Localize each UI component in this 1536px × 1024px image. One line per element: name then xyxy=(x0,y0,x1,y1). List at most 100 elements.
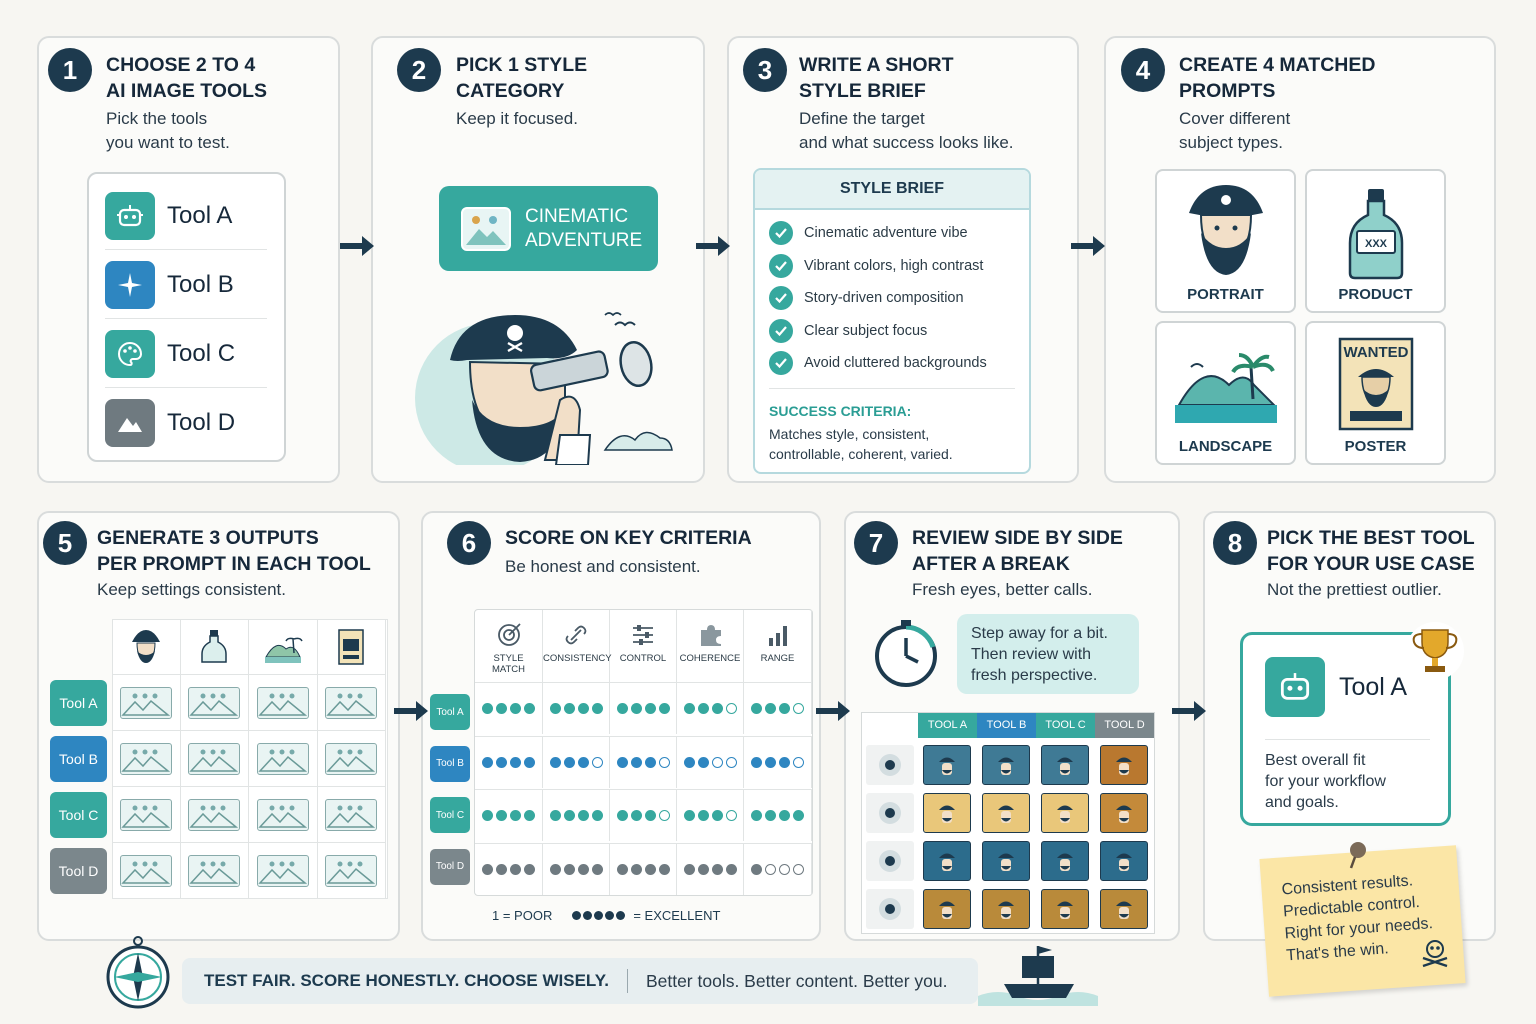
footer-tagline: Better tools. Better content. Better you… xyxy=(645,970,948,991)
review-image[interactable] xyxy=(1041,841,1089,881)
review-image[interactable] xyxy=(923,793,971,833)
score-dot xyxy=(751,810,762,821)
score-dot xyxy=(683,863,695,875)
prompt-label: PORTRAIT xyxy=(1187,286,1264,303)
output-cell[interactable] xyxy=(249,787,318,843)
review-column-header: TOOL B xyxy=(977,713,1036,738)
output-cell[interactable] xyxy=(180,843,249,899)
criteria-header: STYLE MATCH xyxy=(475,610,543,682)
step-subtitle: Keep settings consistent. xyxy=(97,580,287,599)
review-image[interactable] xyxy=(1100,793,1148,833)
palette-icon xyxy=(105,329,155,378)
compass-icon xyxy=(106,936,170,1009)
criteria-label: CONSISTENCY xyxy=(543,653,612,664)
output-cell[interactable] xyxy=(112,787,181,843)
output-cell[interactable] xyxy=(249,843,318,899)
review-image[interactable] xyxy=(1100,889,1148,929)
score-dot xyxy=(591,756,603,768)
output-cell[interactable] xyxy=(180,731,249,787)
output-cell[interactable] xyxy=(249,731,318,787)
review-image[interactable] xyxy=(1041,745,1089,785)
step-subtitle: Pick the tools you want to test. xyxy=(106,109,230,152)
score-dot xyxy=(779,756,790,768)
review-image[interactable] xyxy=(1100,841,1148,881)
wanted-poster-icon: WANTED xyxy=(1338,337,1413,431)
brief-item: Avoid cluttered backgrounds xyxy=(769,351,987,375)
check-icon xyxy=(769,254,793,278)
review-image[interactable] xyxy=(1100,745,1148,785)
brief-item-text: Vibrant colors, high contrast xyxy=(804,258,984,274)
score-dot xyxy=(577,863,589,875)
review-image[interactable] xyxy=(982,745,1030,785)
score-dot xyxy=(496,863,507,875)
output-cell[interactable] xyxy=(249,675,318,731)
winner-card[interactable]: Tool A Best overall fit for your workflo… xyxy=(1240,632,1451,826)
tool-item[interactable]: Tool A xyxy=(105,182,267,250)
robot-icon xyxy=(105,191,155,240)
score-dot xyxy=(510,863,521,875)
score-dot xyxy=(779,863,790,875)
legend-dot xyxy=(605,911,615,920)
prompt-tile-poster[interactable]: WANTED POSTER xyxy=(1305,321,1446,465)
score-dot xyxy=(563,810,575,821)
tool-row-tag: Tool C xyxy=(430,797,470,833)
score-dot xyxy=(482,863,493,875)
output-cell[interactable] xyxy=(317,675,386,731)
output-cell[interactable] xyxy=(317,787,386,843)
brief-item-text: Cinematic adventure vibe xyxy=(804,225,968,241)
criteria-label: STYLE MATCH xyxy=(491,653,526,675)
score-cell xyxy=(475,682,543,734)
prompt-tile-landscape[interactable]: LANDSCAPE xyxy=(1155,321,1296,465)
prompt-tile-product[interactable]: XXX PRODUCT xyxy=(1305,169,1446,313)
tool-item[interactable]: Tool C xyxy=(105,320,267,388)
review-image[interactable] xyxy=(1041,889,1089,929)
review-image[interactable] xyxy=(923,745,971,785)
score-dot xyxy=(779,703,790,714)
criteria-header: CONTROL xyxy=(610,610,677,682)
tool-row-label: Tool C xyxy=(50,792,107,838)
review-image[interactable] xyxy=(923,889,971,929)
brief-item-text: Clear subject focus xyxy=(804,323,928,339)
output-cell[interactable] xyxy=(317,843,386,899)
score-dot xyxy=(697,863,709,875)
legend-dot xyxy=(583,911,593,920)
output-cell[interactable] xyxy=(180,675,249,731)
brief-item: Clear subject focus xyxy=(769,319,927,343)
step-title: WRITE A SHORT STYLE BRIEF xyxy=(799,54,954,102)
review-image[interactable] xyxy=(982,841,1030,881)
criteria-header: RANGE xyxy=(744,610,812,682)
pushpin-icon xyxy=(1349,842,1366,869)
score-dot xyxy=(482,756,493,768)
tool-item[interactable]: Tool D xyxy=(105,389,267,457)
output-cell[interactable] xyxy=(317,731,386,787)
review-image[interactable] xyxy=(982,793,1030,833)
tool-row-tag: Tool B xyxy=(430,745,470,782)
score-dot xyxy=(577,756,589,768)
image-icon xyxy=(461,206,511,251)
score-dot xyxy=(697,810,709,821)
output-cell[interactable] xyxy=(112,843,181,899)
style-category-card[interactable]: CINEMATIC ADVENTURE xyxy=(439,186,658,271)
score-dot xyxy=(644,703,656,714)
step-number: 6 xyxy=(447,521,491,565)
review-image[interactable] xyxy=(1041,793,1089,833)
score-dot xyxy=(577,810,589,821)
score-cell xyxy=(475,735,543,788)
step-subtitle: Fresh eyes, better calls. xyxy=(912,580,1093,599)
step-number: 8 xyxy=(1213,521,1257,565)
score-dot xyxy=(563,756,575,768)
tool-item[interactable]: Tool B xyxy=(105,251,267,319)
output-cell[interactable] xyxy=(112,675,181,731)
pirate-ship-icon xyxy=(978,946,1098,1006)
output-cell[interactable] xyxy=(112,731,181,787)
score-cell xyxy=(543,735,610,788)
prompt-tile-portrait[interactable]: PORTRAIT xyxy=(1155,169,1296,313)
review-image[interactable] xyxy=(982,889,1030,929)
output-cell[interactable] xyxy=(180,787,249,843)
score-dot xyxy=(591,863,603,875)
review-image[interactable] xyxy=(923,841,971,881)
score-dot xyxy=(524,863,535,875)
score-dot xyxy=(793,703,804,714)
